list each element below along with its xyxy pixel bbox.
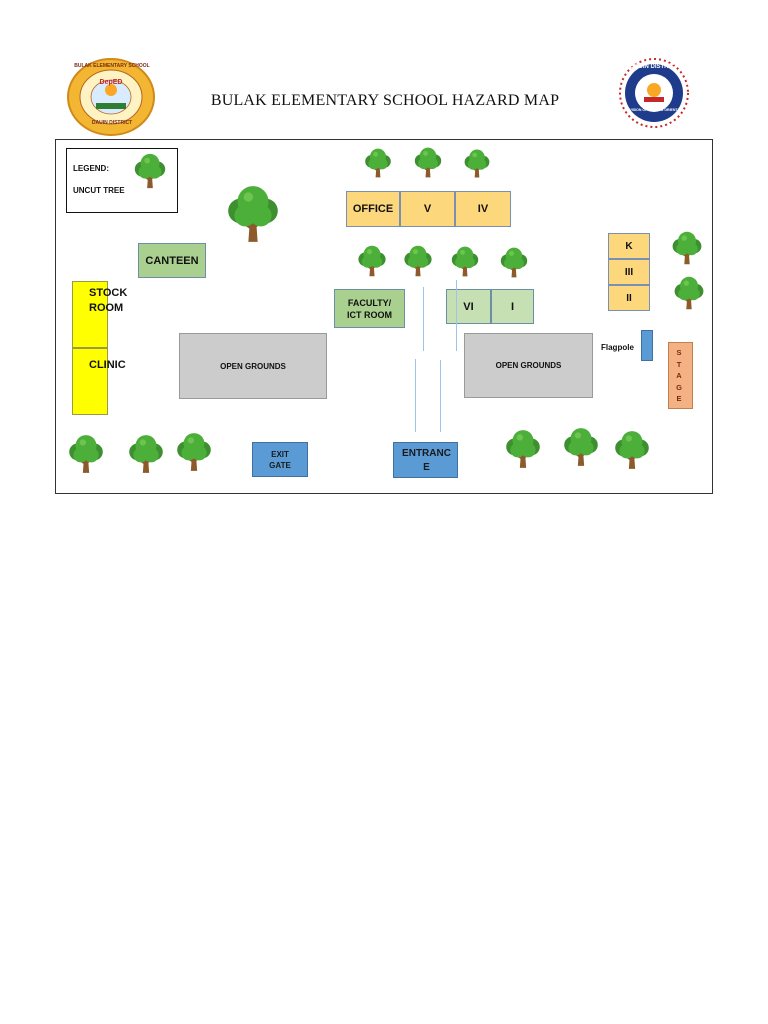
clinic-label: CLINIC bbox=[89, 359, 126, 371]
tree-icon bbox=[352, 244, 392, 278]
walkway-line bbox=[423, 287, 424, 351]
room-vi-label: VI bbox=[463, 300, 474, 313]
exit-gate[interactable]: EXIT GATE bbox=[252, 442, 308, 477]
dauin-district-logo bbox=[612, 57, 696, 129]
faculty-ict-room[interactable]: FACULTY/ ICT ROOM bbox=[334, 289, 405, 328]
bulak-logo-ring-text: BULAK ELEMENTARY SCHOOL bbox=[74, 63, 150, 69]
open-grounds-right-label: OPEN GROUNDS bbox=[495, 361, 562, 370]
tree-icon bbox=[222, 182, 284, 246]
open-grounds-left[interactable]: OPEN GROUNDS bbox=[179, 333, 327, 399]
office-building[interactable]: OFFICE bbox=[346, 191, 400, 227]
tree-icon bbox=[611, 429, 653, 471]
dauin-logo-ring-text: DAUIN DISTRICT bbox=[629, 64, 679, 70]
flagpole[interactable] bbox=[641, 330, 653, 361]
tree-icon bbox=[359, 147, 397, 179]
room-ii-label: II bbox=[626, 292, 632, 304]
entrance-label: ENTRANCE bbox=[402, 448, 451, 473]
walkway-line bbox=[456, 280, 457, 351]
open-grounds-right[interactable]: OPEN GROUNDS bbox=[464, 333, 593, 398]
room-iv-label: IV bbox=[477, 203, 489, 215]
tree-icon bbox=[408, 146, 448, 179]
room-v-label: V bbox=[423, 203, 432, 215]
bulak-logo-bottom-text: DAUIN DISTRICT bbox=[91, 120, 133, 126]
clinic[interactable] bbox=[72, 348, 108, 415]
open-grounds-left-label: OPEN GROUNDS bbox=[220, 361, 286, 371]
stock-room-label: STOCK ROOM bbox=[89, 287, 128, 314]
faculty-label: FACULTY/ ICT ROOM bbox=[347, 297, 392, 320]
bulak-logo-center-text: DepED bbox=[99, 79, 123, 86]
dauin-logo-bottom-text: DIVISION OF NEGROS ORIENTAL bbox=[626, 108, 682, 112]
canteen-label: CANTEEN bbox=[145, 254, 199, 267]
walkway-line bbox=[415, 359, 416, 432]
flagpole-label: Flagpole bbox=[601, 343, 634, 352]
tree-icon bbox=[173, 431, 215, 473]
tree-icon bbox=[669, 229, 705, 267]
exit-gate-label: EXIT GATE bbox=[269, 449, 291, 470]
tree-icon bbox=[671, 272, 707, 314]
map-title: BULAK ELEMENTARY SCHOOL HAZARD MAP bbox=[210, 92, 560, 109]
room-k-label: K bbox=[625, 240, 633, 252]
tree-icon bbox=[458, 148, 496, 179]
stage-label: STAGE bbox=[676, 348, 684, 403]
tree-icon bbox=[125, 433, 167, 475]
legend-box bbox=[66, 148, 178, 213]
legend-tree-label: UNCUT TREE bbox=[73, 186, 125, 195]
stock-room[interactable] bbox=[72, 281, 108, 348]
office-label: OFFICE bbox=[352, 203, 394, 215]
stage[interactable] bbox=[668, 342, 693, 409]
tree-icon bbox=[494, 246, 534, 279]
room-i[interactable]: I bbox=[491, 289, 534, 324]
room-i-label: I bbox=[510, 300, 515, 313]
bulak-school-logo bbox=[66, 57, 156, 137]
canteen-building[interactable]: CANTEEN bbox=[138, 243, 206, 278]
tree-icon bbox=[445, 245, 485, 278]
room-ii[interactable]: II bbox=[608, 285, 650, 311]
room-iii-label: III bbox=[624, 266, 634, 278]
room-vi[interactable]: VI bbox=[446, 289, 491, 324]
room-v[interactable]: V bbox=[400, 191, 455, 227]
legend-title: LEGEND: bbox=[73, 164, 109, 173]
room-iv[interactable]: IV bbox=[455, 191, 511, 227]
entrance-gate[interactable] bbox=[393, 442, 458, 478]
tree-icon bbox=[131, 151, 169, 191]
tree-icon bbox=[65, 433, 107, 475]
room-k[interactable]: K bbox=[608, 233, 650, 259]
tree-icon bbox=[502, 428, 544, 470]
map-frame bbox=[55, 139, 713, 494]
tree-icon bbox=[560, 426, 602, 468]
room-iii[interactable]: III bbox=[608, 259, 650, 285]
walkway-line bbox=[440, 360, 441, 432]
tree-icon bbox=[398, 244, 438, 278]
